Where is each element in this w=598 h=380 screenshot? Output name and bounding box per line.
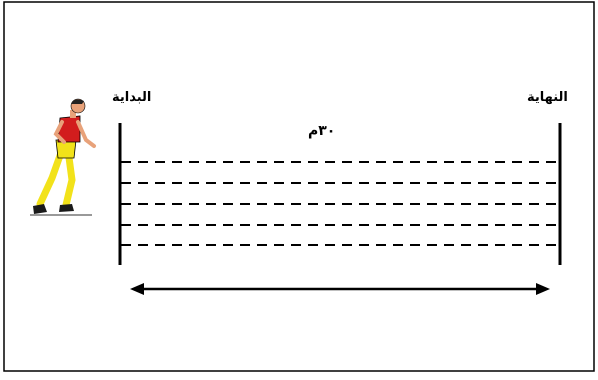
start-label: البداية: [112, 90, 152, 105]
arrowhead-left-icon: [130, 283, 144, 295]
distance-label: ٣٠م: [308, 123, 336, 139]
distance-arrow: [130, 283, 550, 295]
finish-label: النهاية: [527, 90, 568, 105]
runner-icon: [30, 98, 96, 216]
diagram-frame: [3, 1, 595, 372]
lane-lines: [121, 161, 558, 246]
arrowhead-right-icon: [536, 283, 550, 295]
